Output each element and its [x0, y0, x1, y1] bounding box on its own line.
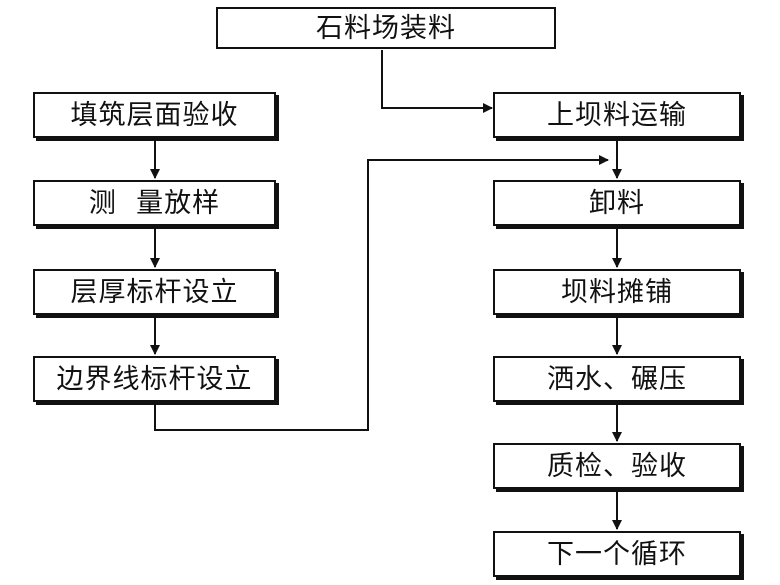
- flow-node-right-2: 卸料: [493, 180, 741, 226]
- flow-node-right-4: 洒水、碾压: [493, 356, 741, 402]
- node-label: 洒水、碾压: [547, 363, 687, 395]
- node-label: 坝料摊铺: [561, 276, 673, 308]
- flow-node-right-5: 质检、验收: [493, 443, 741, 489]
- connector-top-to-right1: [381, 50, 493, 113]
- flow-node-left-4: 边界线标杆设立: [33, 356, 276, 402]
- flow-node-left-2: 测 量放样: [33, 180, 276, 226]
- flow-node-left-1: 填筑层面验收: [33, 92, 276, 138]
- node-label: 下一个循环: [547, 538, 687, 570]
- node-label: 边界线标杆设立: [56, 363, 253, 395]
- flow-node-right-3: 坝料摊铺: [493, 269, 741, 315]
- flow-node-right-1: 上坝料运输: [493, 92, 741, 138]
- node-label: 上坝料运输: [547, 99, 687, 131]
- node-label: 质检、验收: [547, 450, 687, 482]
- flow-node-right-6: 下一个循环: [493, 531, 741, 577]
- node-label: 层厚标杆设立: [70, 276, 239, 308]
- node-label: 测 量放样: [88, 187, 221, 219]
- flow-node-left-3: 层厚标杆设立: [33, 269, 276, 315]
- node-label: 石料场装料: [316, 12, 456, 44]
- node-label: 填筑层面验收: [70, 99, 239, 131]
- flow-node-top: 石料场装料: [216, 7, 556, 49]
- node-label: 卸料: [589, 187, 645, 219]
